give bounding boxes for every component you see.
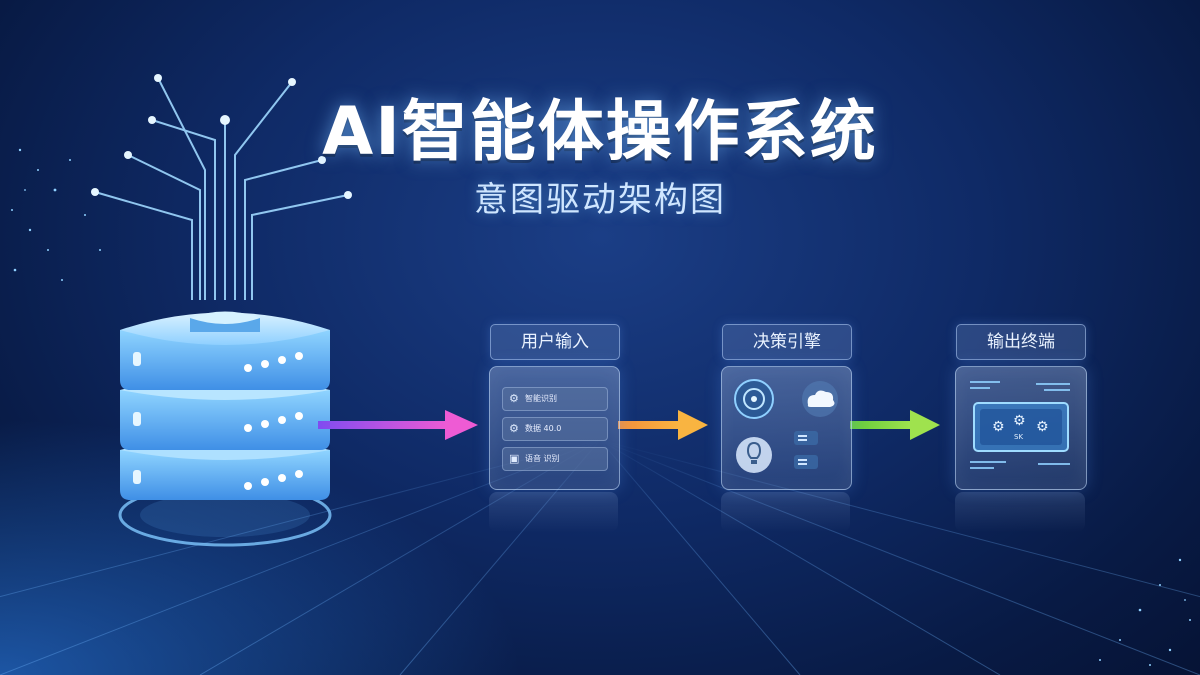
arrow-input-to-engine [618,410,708,440]
arrow-engine-to-output [850,410,940,440]
lightbulb-icon [736,437,772,473]
particles-left [11,148,101,281]
screen-text: SK [1014,433,1024,441]
gear-icon: ⚙ [992,419,1005,435]
list-icon [794,455,818,469]
stage-label-user-input: 用户输入 [490,324,620,360]
gear-icon: ⚙ [1013,413,1026,429]
gear-icon: ⚙ [1036,419,1049,435]
panel-reflection [489,492,618,532]
list-item: ⚙ 数据 40.0 [502,417,608,441]
page-title: AI智能体操作系统 [322,93,878,170]
panel-reflection [955,492,1085,532]
list-item: ▣ 语音 识别 [502,447,608,471]
list-item: ⚙ 智能识别 [502,387,608,411]
panel-reflection [721,492,850,532]
gear-icon: ⚙ [509,422,519,435]
panel-output-terminal: ⚙ ⚙ ⚙ SK [955,366,1087,490]
panel-user-input: ⚙ 智能识别 ⚙ 数据 40.0 ▣ 语音 识别 [489,366,620,490]
chip-icon: ▣ [509,452,520,465]
arrow-server-to-input [318,410,478,440]
floor-grid [0,439,1200,675]
stage-label-decision-engine: 决策引擎 [722,324,852,360]
circuit-nodes [91,74,352,199]
circuit-lines [94,77,349,300]
particles-right [1099,558,1191,666]
server-stack-icon [118,311,332,547]
cloud-icon [802,381,838,417]
monitor-icon [973,402,1069,452]
page-subtitle: 意图驱动架构图 [474,180,726,220]
stage-label-output-terminal: 输出终端 [956,324,1086,360]
ai-core-icon [734,379,774,419]
panel-decision-engine [721,366,852,490]
gear-icon: ⚙ [509,392,519,405]
list-icon [794,431,818,445]
